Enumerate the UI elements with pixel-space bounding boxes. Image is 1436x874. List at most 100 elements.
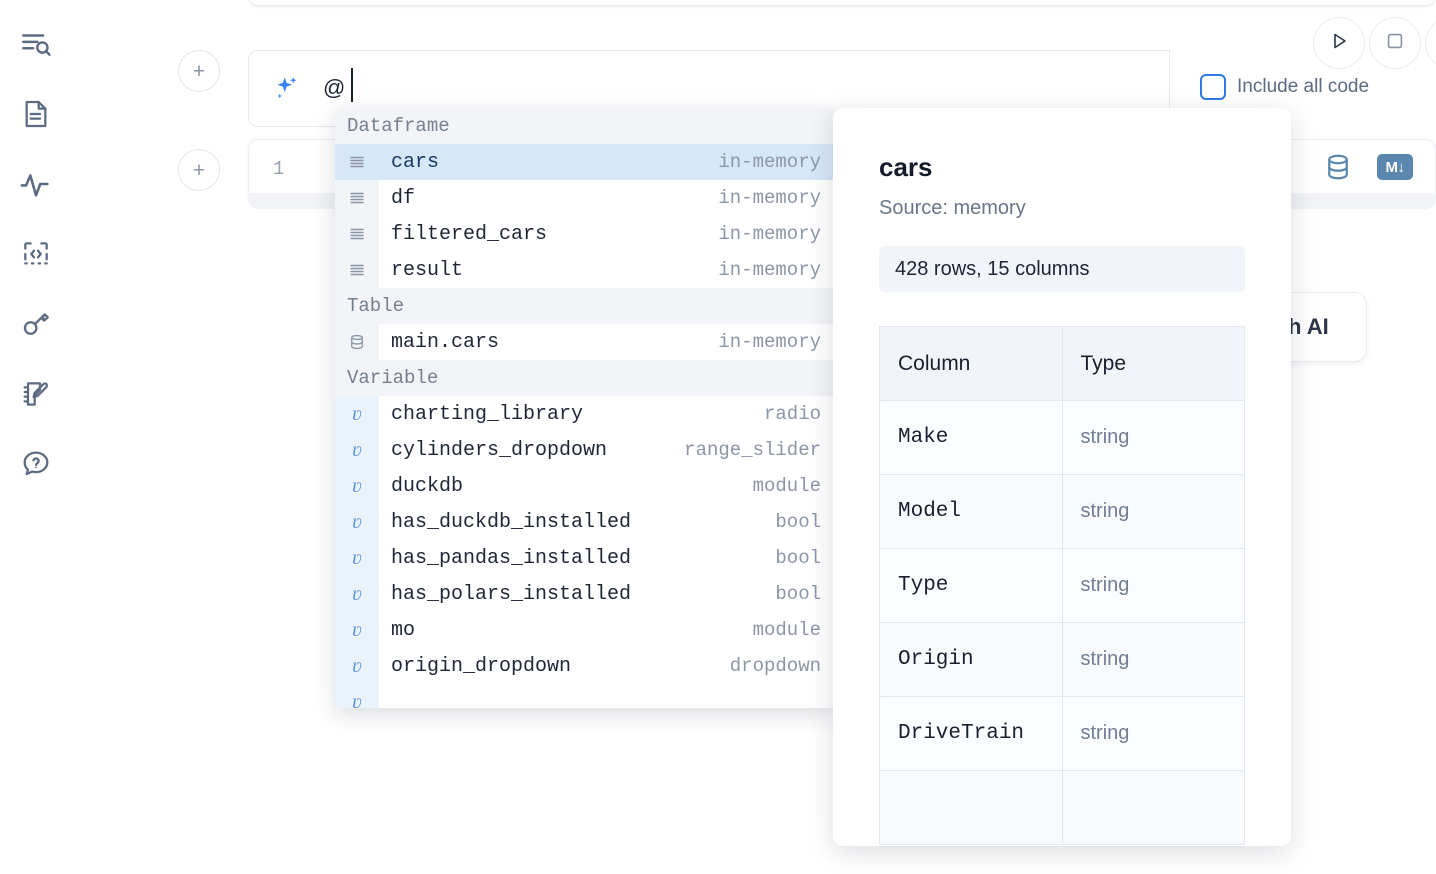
table-cell-type: string xyxy=(1061,622,1245,697)
preview-source: Source: memory xyxy=(879,197,1026,219)
ai-prompt-input[interactable] xyxy=(323,73,1023,103)
table-row-clipped xyxy=(879,770,1245,845)
variable-icon: ʋ xyxy=(335,432,379,468)
play-triangle-icon xyxy=(1327,29,1351,58)
variable-icon: ʋ xyxy=(335,612,379,648)
dropdown-item[interactable]: ʋ has_duckdb_installed bool xyxy=(335,504,835,540)
dropdown-item-name: result xyxy=(391,258,464,282)
sparkle-ai-icon xyxy=(271,73,301,103)
dropdown-item-type: bool xyxy=(775,583,821,605)
variable-icon: ʋ xyxy=(335,540,379,576)
dropdown-item-type: bool xyxy=(775,511,821,533)
stop-button[interactable] xyxy=(1369,17,1421,69)
table-column-header: Column xyxy=(879,326,1063,401)
dropdown-item-type: dropdown xyxy=(729,655,821,677)
dataframe-preview-panel: cars Source: memory 428 rows, 15 columns… xyxy=(833,108,1291,846)
notebook-edit-icon xyxy=(20,378,52,410)
dropdown-item-type: in-memory xyxy=(718,331,821,353)
table-cell-column xyxy=(879,770,1063,845)
table-cell-type: string xyxy=(1061,548,1245,623)
text-cursor xyxy=(351,68,353,102)
dropdown-group-header: Dataframe xyxy=(335,108,835,144)
dropdown-item-name: cars xyxy=(391,150,440,174)
dropdown-item-name: has_polars_installed xyxy=(391,582,632,606)
include-all-code-label: Include all code xyxy=(1237,76,1370,97)
plus-icon: + xyxy=(192,158,206,182)
activity-pulse-icon xyxy=(19,167,53,201)
dropdown-item-name: df xyxy=(391,186,416,210)
add-cell-button-bottom[interactable]: + xyxy=(178,149,220,191)
run-button[interactable] xyxy=(1313,17,1365,69)
include-all-code-checkbox[interactable] xyxy=(1200,74,1226,100)
plus-icon: + xyxy=(192,59,206,83)
table-column-header: Type xyxy=(1061,326,1245,401)
variable-icon: ʋ xyxy=(335,504,379,540)
dropdown-item-name: duckdb xyxy=(391,474,464,498)
sidebar-item-activity[interactable] xyxy=(12,158,60,210)
table-cell-type xyxy=(1061,770,1245,845)
dataframe-rows-icon xyxy=(335,216,379,252)
include-all-code-toggle[interactable]: Include all code xyxy=(1200,74,1369,100)
ai-action-chip[interactable]: h AI xyxy=(1277,292,1367,362)
dropdown-item-name: mo xyxy=(391,618,416,642)
dropdown-item-name: main.cars xyxy=(391,330,500,354)
database-sql-icon[interactable] xyxy=(1323,152,1353,182)
dropdown-group-header: Table xyxy=(335,288,835,324)
code-snippet-icon xyxy=(20,238,52,270)
sidebar-item-explore[interactable] xyxy=(12,18,60,70)
add-cell-button-top[interactable]: + xyxy=(178,50,220,92)
table-cell-type: string xyxy=(1061,696,1245,771)
dataframe-rows-icon xyxy=(335,180,379,216)
dropdown-group-header: Variable xyxy=(335,360,835,396)
dropdown-item-type: radio xyxy=(763,403,821,425)
variable-icon: ʋ xyxy=(335,648,379,684)
table-cell-column: Type xyxy=(879,548,1063,623)
dropdown-item-type: range_slider xyxy=(684,439,821,461)
sidebar-item-snippets[interactable] xyxy=(12,228,60,280)
dropdown-item[interactable]: df in-memory xyxy=(335,180,835,216)
sidebar-item-help[interactable] xyxy=(12,438,60,490)
dropdown-item-type: in-memory xyxy=(718,259,821,281)
dropdown-item-type: module xyxy=(752,619,821,641)
table-cell-column: DriveTrain xyxy=(879,696,1063,771)
sidebar-item-secrets[interactable] xyxy=(12,298,60,350)
dropdown-item-type: bool xyxy=(775,547,821,569)
dropdown-item[interactable]: result in-memory xyxy=(335,252,835,288)
line-number: 1 xyxy=(273,158,285,180)
dropdown-item-name: origin_dropdown xyxy=(391,654,572,678)
sidebar-item-scratchpad[interactable] xyxy=(12,368,60,420)
markdown-icon[interactable]: M↓ xyxy=(1377,154,1413,180)
table-cell-type: string xyxy=(1061,400,1245,475)
sidebar-item-files[interactable] xyxy=(12,88,60,140)
dropdown-item[interactable]: main.cars in-memory xyxy=(335,324,835,360)
preview-title: cars xyxy=(879,152,933,182)
preview-stats-badge: 428 rows, 15 columns xyxy=(879,246,1245,292)
dropdown-item-name: has_duckdb_installed xyxy=(391,510,632,534)
dropdown-item[interactable]: ʋ origin_dropdown dropdown xyxy=(335,648,835,684)
dropdown-item-name: filtered_cars xyxy=(391,222,548,246)
overflow-button[interactable] xyxy=(1425,17,1436,69)
dropdown-item-clipped[interactable]: ʋ xyxy=(335,684,835,708)
explore-icon xyxy=(19,27,53,61)
variable-icon: ʋ xyxy=(335,684,379,708)
stop-square-icon xyxy=(1384,30,1406,57)
dropdown-item-type: in-memory xyxy=(718,187,821,209)
dropdown-item-name: charting_library xyxy=(391,402,584,426)
dataframe-rows-icon xyxy=(335,144,379,180)
table-cell-column: Origin xyxy=(879,622,1063,697)
